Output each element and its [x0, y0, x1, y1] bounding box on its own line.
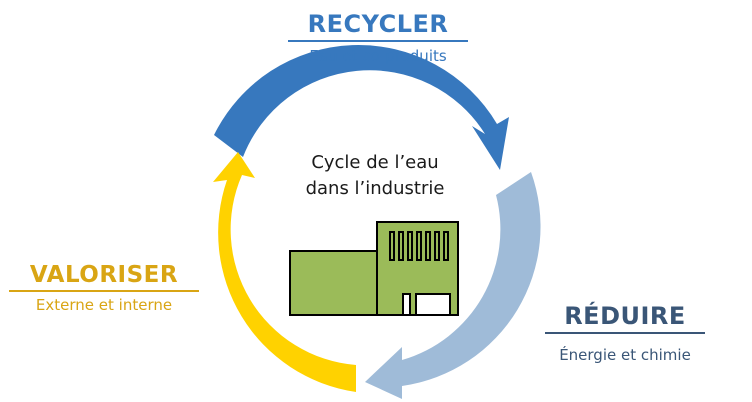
factory-door-large: [415, 293, 451, 316]
recycler-arrow: [214, 45, 509, 171]
recycler-label: RECYCLER Eau et co-produits: [268, 10, 488, 65]
reduire-underline: [545, 332, 705, 334]
factory-low-building: [289, 250, 378, 316]
factory-door-small: [402, 293, 411, 316]
center-caption-line1: Cycle de l’eau: [311, 152, 439, 173]
reduire-title: RÉDUIRE: [564, 302, 686, 330]
recycler-title: RECYCLER: [307, 10, 449, 38]
center-caption-line2: dans l’industrie: [305, 178, 445, 199]
valoriser-title: VALORISER: [29, 262, 179, 288]
valoriser-underline: [9, 290, 199, 292]
valoriser-arrow: [213, 152, 356, 392]
reduire-label: RÉDUIRE Énergie et chimie: [520, 302, 730, 364]
valoriser-label: VALORISER Externe et interne: [4, 262, 204, 314]
factory-icon: [289, 221, 459, 316]
recycler-underline: [288, 40, 468, 42]
reduire-arrow: [365, 172, 541, 399]
center-caption: Cycle de l’eau dans l’industrie: [280, 150, 470, 202]
factory-windows: [389, 231, 449, 261]
valoriser-subtitle: Externe et interne: [35, 296, 173, 314]
reduire-subtitle: Énergie et chimie: [559, 346, 691, 364]
recycler-subtitle: Eau et co-produits: [309, 47, 447, 65]
